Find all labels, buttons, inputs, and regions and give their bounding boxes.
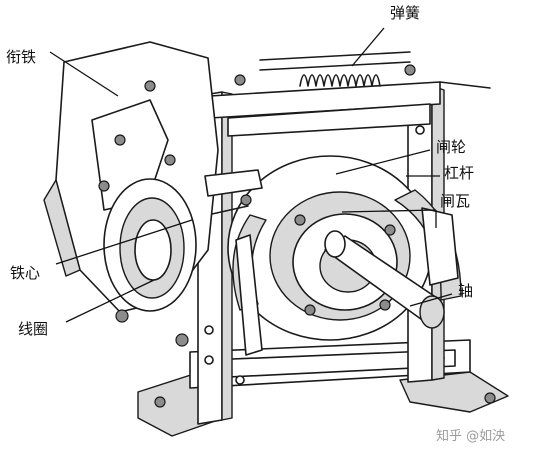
- brake-shoes: [232, 189, 462, 356]
- spring-assembly: [209, 51, 491, 137]
- label-shaft: 轴: [458, 282, 474, 300]
- lever-links: [204, 169, 263, 215]
- label-spring: 弹簧: [390, 4, 421, 22]
- shaft: [324, 230, 445, 329]
- base-frame: [137, 339, 509, 437]
- watermark: 知乎 @如泱: [436, 429, 506, 444]
- leader-lines: [49, 27, 453, 323]
- label-brake-shoe: 闸瓦: [440, 192, 471, 210]
- label-lever: 杠杆: [444, 164, 475, 182]
- label-iron-core: 铁心: [10, 264, 41, 282]
- label-coil: 线圈: [18, 320, 49, 338]
- label-armature: 衔铁: [6, 48, 37, 66]
- coil: [103, 178, 197, 347]
- label-brake-wheel: 闸轮: [436, 138, 467, 156]
